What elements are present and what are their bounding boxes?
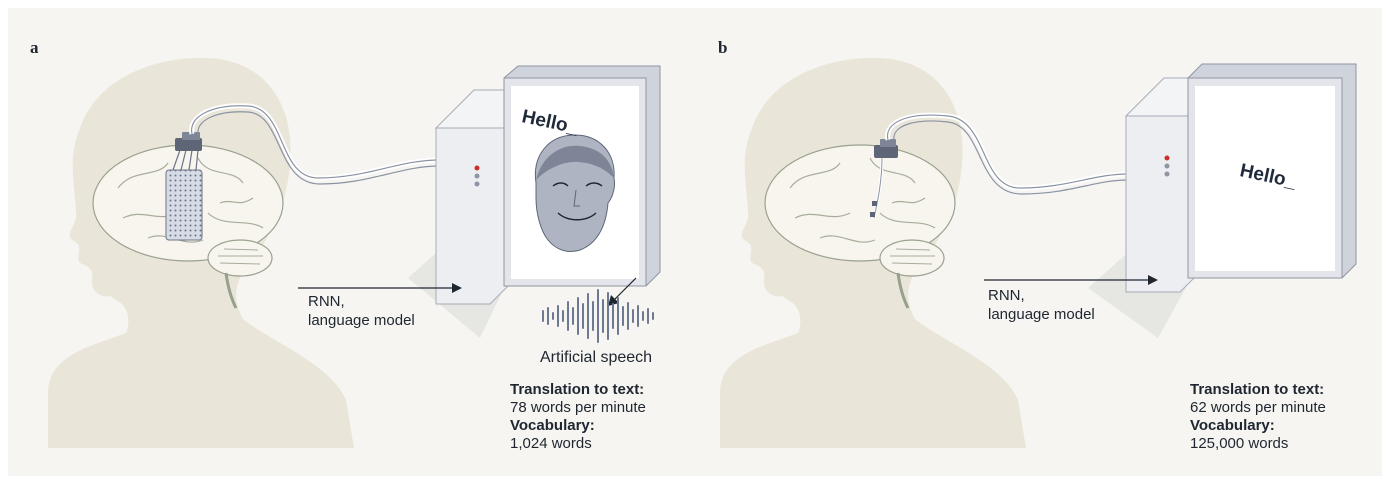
panel-a-electrode-array — [165, 132, 203, 241]
illustration — [48, 57, 1357, 448]
panel-a-process-arrow — [298, 283, 462, 293]
panel-a-cable — [189, 103, 441, 185]
panel-b-process-arrow — [984, 275, 1158, 285]
panel-a-translation-heading: Translation to text: — [510, 381, 645, 398]
figure: a Hello_ RNN, language model Artificial … — [8, 8, 1382, 476]
panel-b-letter: b — [718, 38, 728, 57]
panel-b-translation-value: 62 words per minute — [1190, 399, 1326, 416]
panel-b-brain — [764, 144, 956, 309]
panel-a-vocabulary-value: 1,024 words — [510, 435, 592, 452]
panel-a-process-label: RNN, language model — [308, 292, 415, 330]
panel-a-stats: Translation to text: 78 words per minute… — [510, 381, 646, 453]
panel-b-process-label-line-1: RNN, — [988, 287, 1025, 304]
panel-b-vocabulary-value: 125,000 words — [1190, 435, 1289, 452]
panel-b-translation-heading: Translation to text: — [1190, 381, 1325, 398]
panel-a-process-label-line-1: RNN, — [308, 293, 345, 310]
panel-a-process-label-line-2: language model — [308, 312, 415, 329]
panel-a-avatar-face — [534, 134, 615, 253]
panel-b-microelectrode — [870, 139, 898, 219]
panel-b-vocabulary-heading: Vocabulary: — [1190, 417, 1275, 434]
panel-a-output-label: Artificial speech — [540, 349, 653, 366]
panel-a-speech-waveform — [542, 289, 654, 343]
panel-b-process-label-line-2: language model — [988, 306, 1095, 323]
panel-b-process-label: RNN, language model — [988, 286, 1095, 324]
panel-a-vocabulary-heading: Vocabulary: — [510, 417, 595, 434]
panel-b-stats: Translation to text: 62 words per minute… — [1190, 381, 1326, 453]
panel-a-speech-arrow — [608, 277, 637, 306]
panel-a-letter: a — [30, 38, 39, 57]
panel-a-translation-value: 78 words per minute — [510, 399, 646, 416]
panel-a-computer — [408, 65, 661, 338]
panel-b-cable — [885, 112, 1129, 195]
panel-b-computer — [1088, 63, 1357, 338]
